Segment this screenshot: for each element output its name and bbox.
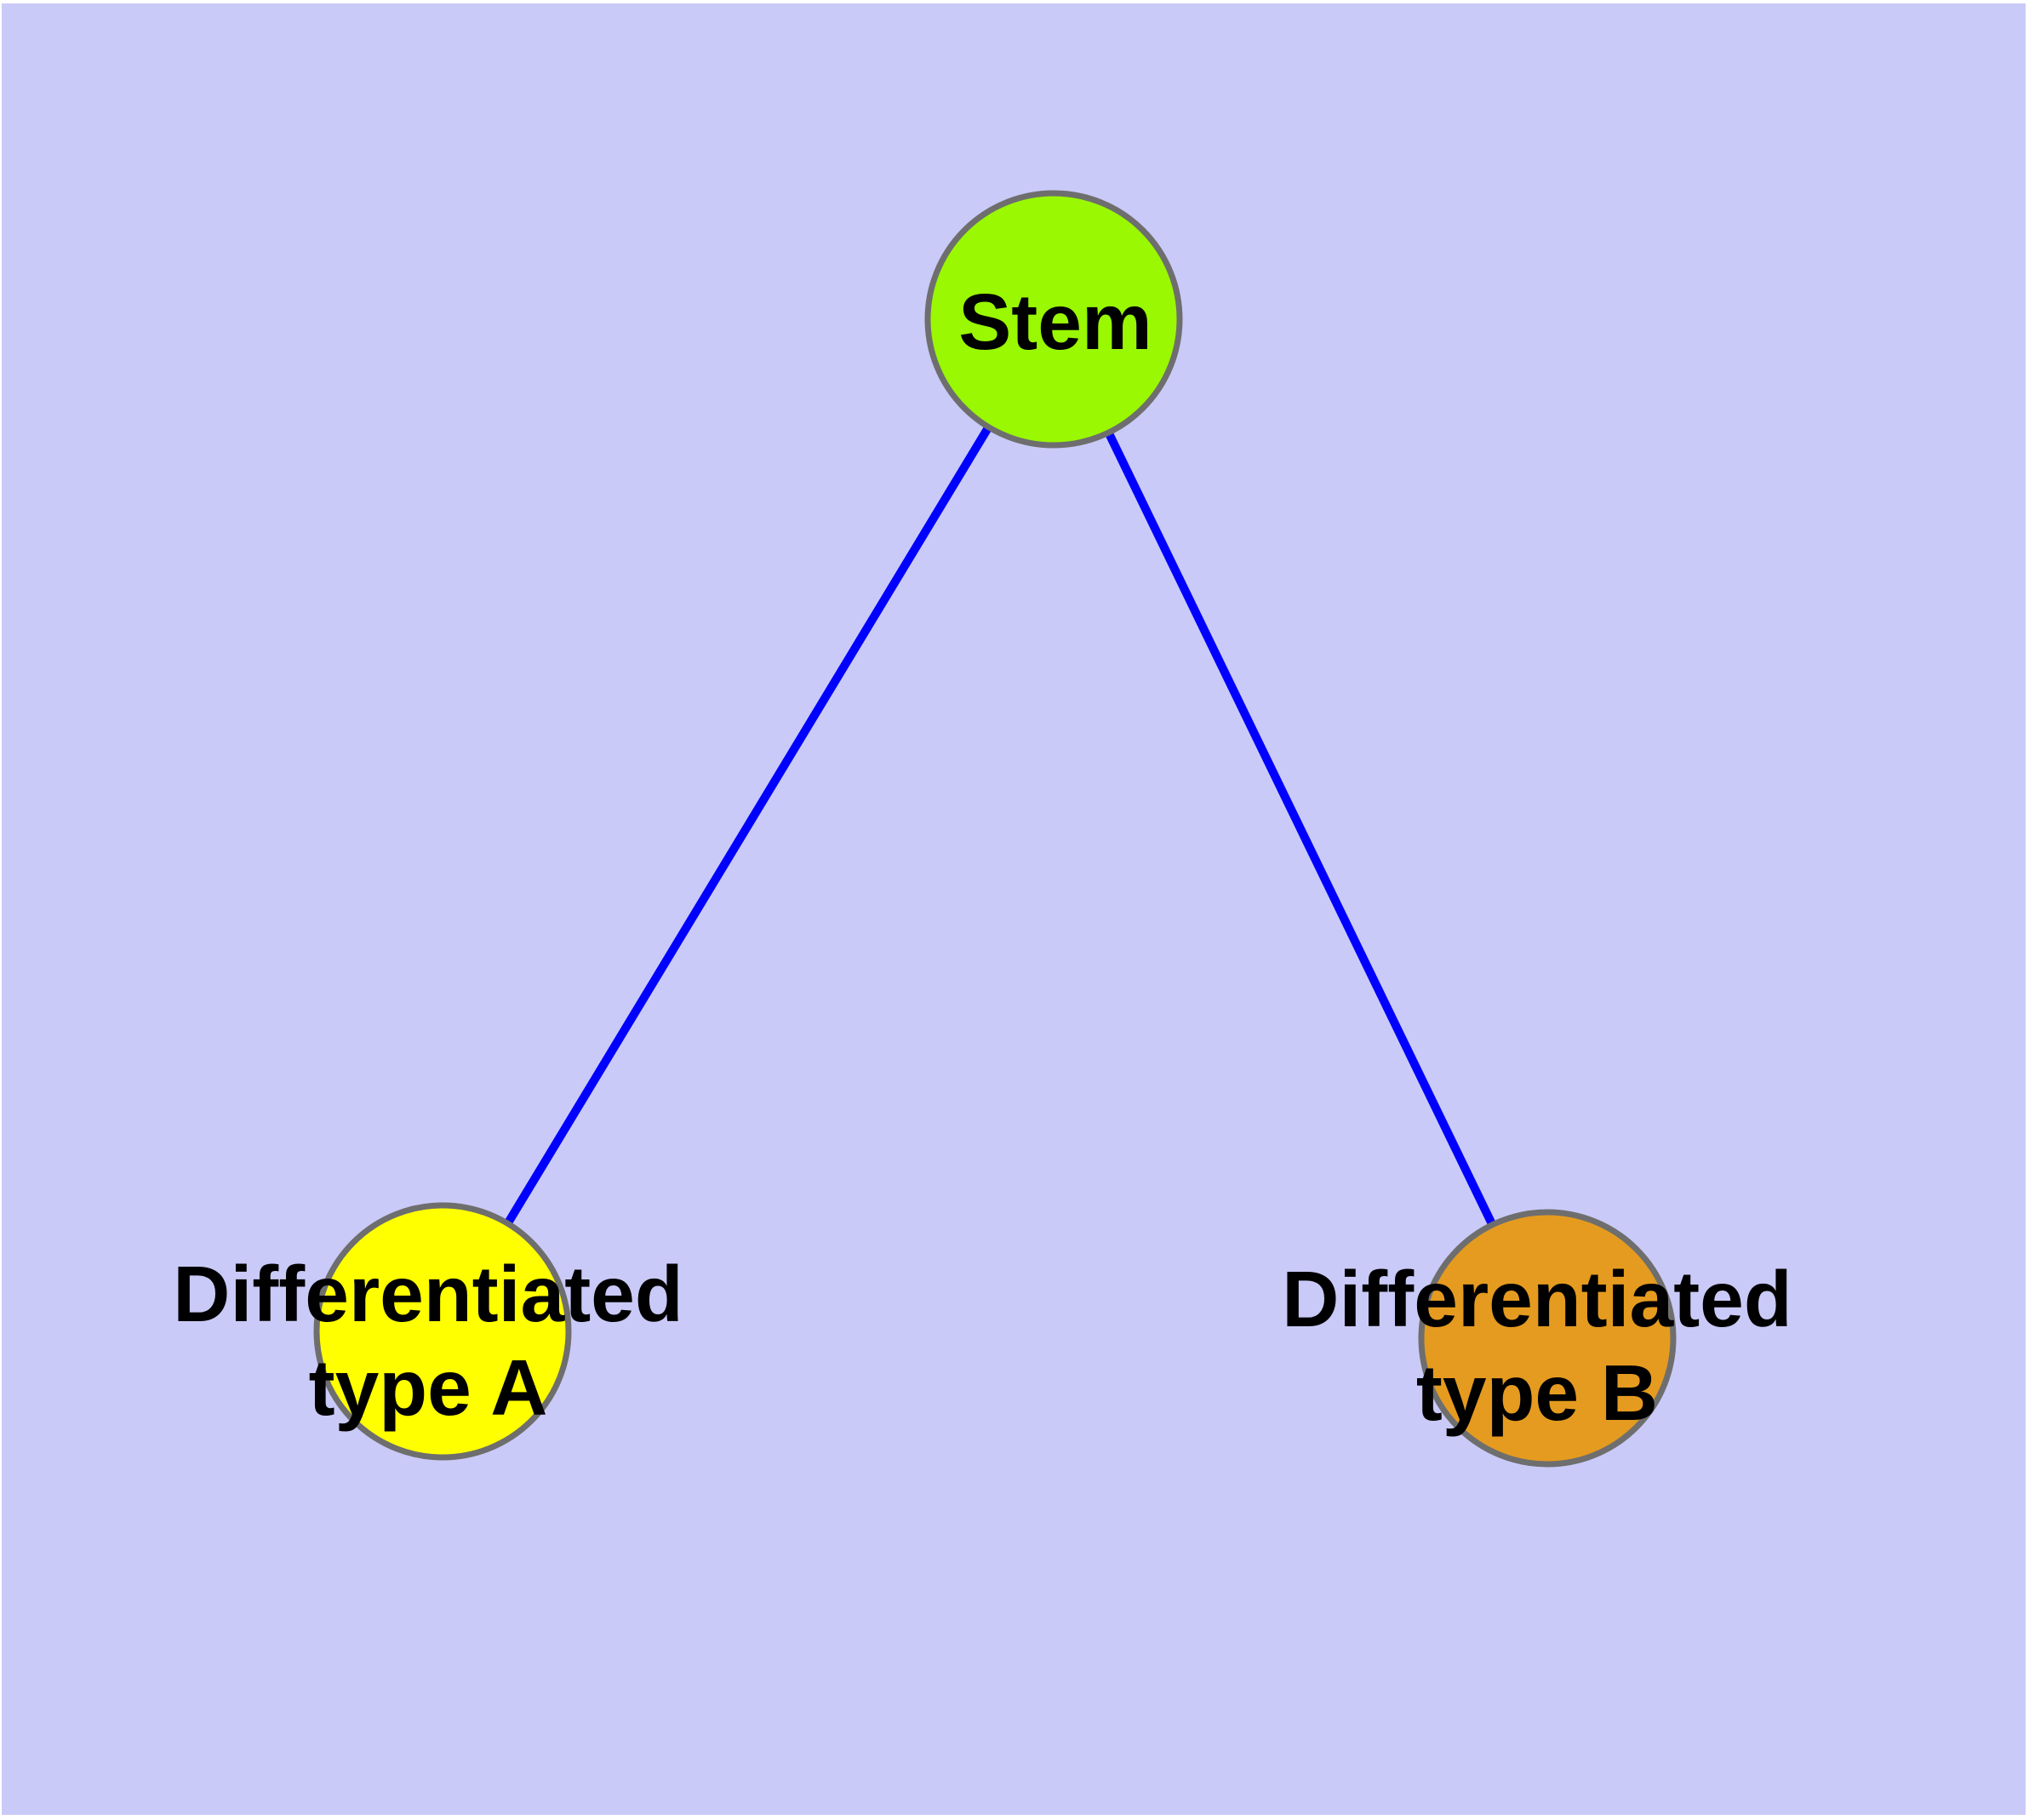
node-differentiated-type-a	[313, 1202, 572, 1461]
node-type-a-label-line2: type A	[309, 1343, 548, 1432]
node-stem-label: Stem	[958, 278, 1152, 366]
node-type-a-label-line1: Differentiated	[173, 1250, 683, 1338]
node-stem	[924, 190, 1183, 449]
edge-stem-to-type-b	[1049, 317, 1552, 1341]
node-type-b-label-line1: Differentiated	[1282, 1255, 1792, 1343]
node-differentiated-type-b	[1418, 1209, 1677, 1468]
node-type-b-label-line2: type B	[1416, 1348, 1658, 1437]
edge-stem-to-type-a	[438, 317, 1058, 1334]
